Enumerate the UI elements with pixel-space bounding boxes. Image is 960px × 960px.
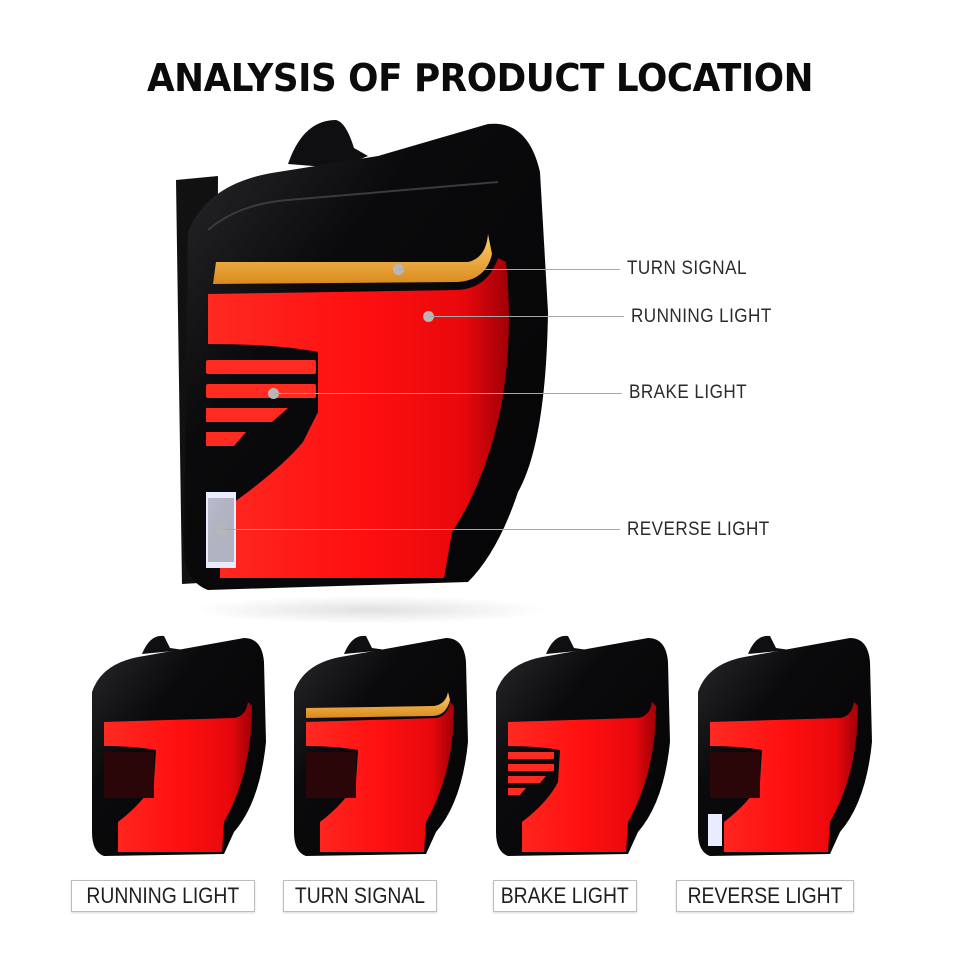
running-light-callout-label: RUNNING LIGHT	[631, 306, 772, 327]
reverse-light-dot	[216, 524, 227, 535]
thumbnail-label-running-light: RUNNING LIGHT	[71, 880, 255, 912]
thumbnail-running-light	[92, 635, 266, 856]
turn-signal-callout-label: TURN SIGNAL	[627, 258, 747, 279]
hero-tail-light-image	[176, 120, 548, 590]
running-light-dot	[423, 311, 434, 322]
thumbnail-reverse-light	[698, 635, 872, 856]
reverse-light-callout-label: REVERSE LIGHT	[627, 519, 770, 540]
running-light-line	[429, 316, 624, 317]
turn-signal-dot	[393, 264, 404, 275]
thumbnail-brake-light	[496, 635, 670, 856]
main-red-panel	[208, 258, 509, 578]
brake-light-callout-label: BRAKE LIGHT	[629, 382, 748, 403]
thumbnail-label-turn-signal: TURN SIGNAL	[283, 880, 437, 912]
thumbnail-label-brake-light: BRAKE LIGHT	[493, 880, 637, 912]
brake-light-dot	[268, 388, 279, 399]
turn-signal-line	[399, 269, 620, 270]
thumbnail-label-reverse-light: REVERSE LIGHT	[676, 880, 854, 912]
reverse-light-line	[222, 529, 620, 530]
page-title: ANALYSIS OF PRODUCT LOCATION	[146, 56, 814, 100]
amber-strip	[213, 234, 492, 284]
thumbnail-turn-signal	[294, 635, 468, 856]
brake-light-line	[274, 393, 622, 394]
brake-bars	[206, 360, 316, 446]
